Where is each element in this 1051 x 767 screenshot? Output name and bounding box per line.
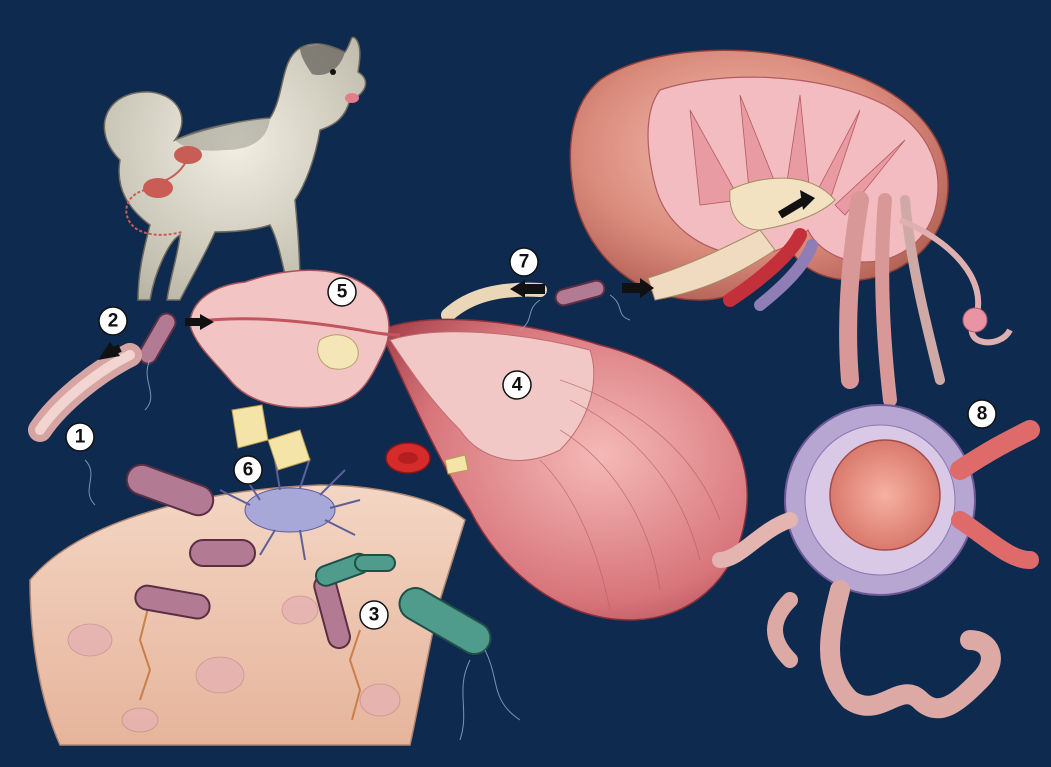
- label-3: 3: [360, 601, 388, 629]
- label-5: 5: [328, 278, 356, 306]
- svg-text:7: 7: [519, 252, 530, 273]
- bacterium: [190, 540, 255, 566]
- svg-text:5: 5: [337, 282, 348, 303]
- svg-text:4: 4: [512, 375, 523, 396]
- label-2: 2: [99, 307, 127, 335]
- svg-text:6: 6: [243, 460, 254, 481]
- svg-text:3: 3: [369, 605, 380, 626]
- label-4: 4: [503, 371, 531, 399]
- label-7: 7: [510, 248, 538, 276]
- dog-tongue: [345, 93, 359, 103]
- bacterium: [355, 555, 395, 571]
- label-6: 6: [234, 456, 262, 484]
- dog-bladder: [143, 178, 173, 198]
- label-8: 8: [968, 400, 996, 428]
- dog-kidney: [174, 146, 202, 164]
- svg-text:2: 2: [108, 311, 119, 332]
- svg-text:1: 1: [75, 427, 86, 448]
- svg-text:8: 8: [977, 404, 988, 425]
- label-1: 1: [66, 423, 94, 451]
- glomerulus: [830, 440, 940, 550]
- red-blood-cell: [386, 443, 430, 473]
